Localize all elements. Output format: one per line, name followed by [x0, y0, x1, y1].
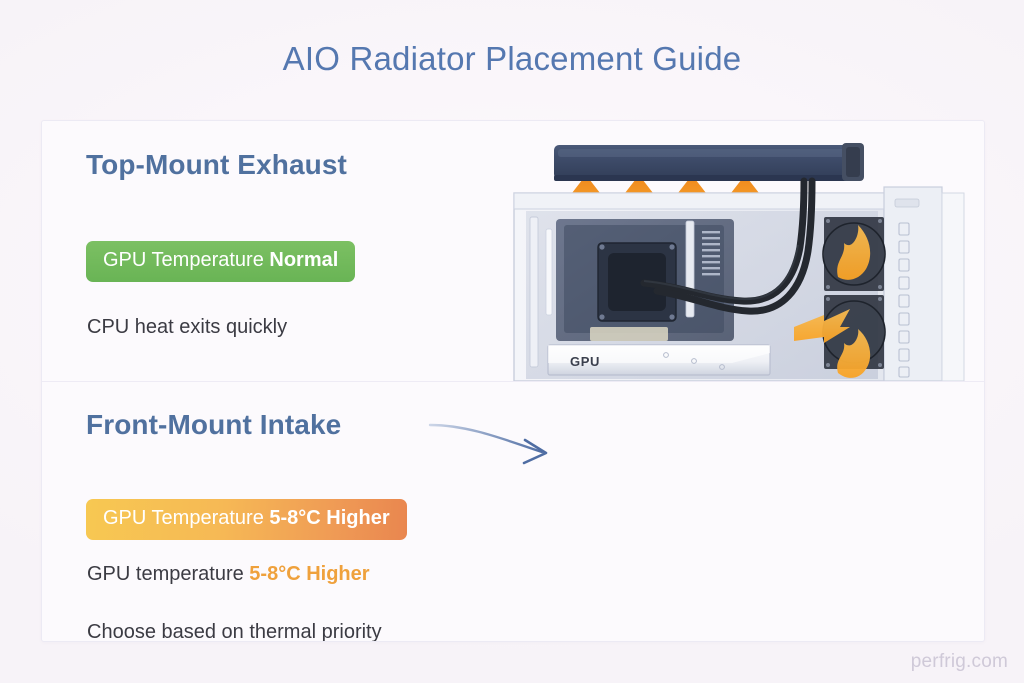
badge-label: GPU Temperature [103, 507, 264, 529]
aio-tubing [640, 177, 816, 315]
section-bottom-description-1: GPU temperature 5-8°C Higher [87, 563, 370, 586]
status-badge-gpu-temperature-higher: GPU Temperature 5-8°C Higher [86, 499, 407, 540]
illustration-top-mount-exhaust: GPU [513, 143, 965, 381]
status-badge-gpu-temperature-normal: GPU Temperature Normal [86, 241, 356, 282]
rear-vent-slots [898, 222, 910, 378]
description-highlight: 5-8°C Higher [249, 563, 370, 585]
svg-text:GPU: GPU [570, 354, 600, 369]
aio-radiator-top [554, 143, 864, 181]
badge-label: GPU Temperature [103, 249, 264, 271]
section-bottom-description-2: Choose based on thermal priority [87, 621, 382, 642]
page-title: AIO Radiator Placement Guide [282, 40, 742, 77]
heat-flow-rear [794, 225, 871, 378]
section-heading-bottom: Front-Mount Intake [86, 409, 342, 440]
section-top-description: CPU heat exits quickly [87, 316, 288, 338]
pc-case-body [513, 186, 965, 381]
rear-fans [822, 217, 886, 369]
section-bottom-text-column: Front-Mount Intake GPU Temperature 5-8°C… [86, 381, 516, 641]
watermark: perfrig.com [910, 651, 1008, 672]
badge-value: 5-8°C Higher [269, 507, 390, 529]
motherboard-and-cpu-block [556, 219, 734, 341]
gpu-card: GPU [547, 344, 771, 376]
section-divider [42, 381, 984, 382]
airflow-arrows-up [572, 175, 759, 227]
section-front-mount-intake: Front-Mount Intake GPU Temperature 5-8°C… [42, 381, 984, 641]
guide-card: Top-Mount Exhaust GPU Temperature Normal… [41, 120, 985, 642]
section-top-mount-exhaust: Top-Mount Exhaust GPU Temperature Normal… [42, 121, 984, 465]
section-heading-top: Top-Mount Exhaust [86, 149, 347, 180]
description-prefix: GPU temperature [87, 563, 250, 585]
section-top-text-column: Top-Mount Exhaust GPU Temperature Normal… [86, 121, 516, 381]
badge-value: Normal [269, 249, 339, 271]
